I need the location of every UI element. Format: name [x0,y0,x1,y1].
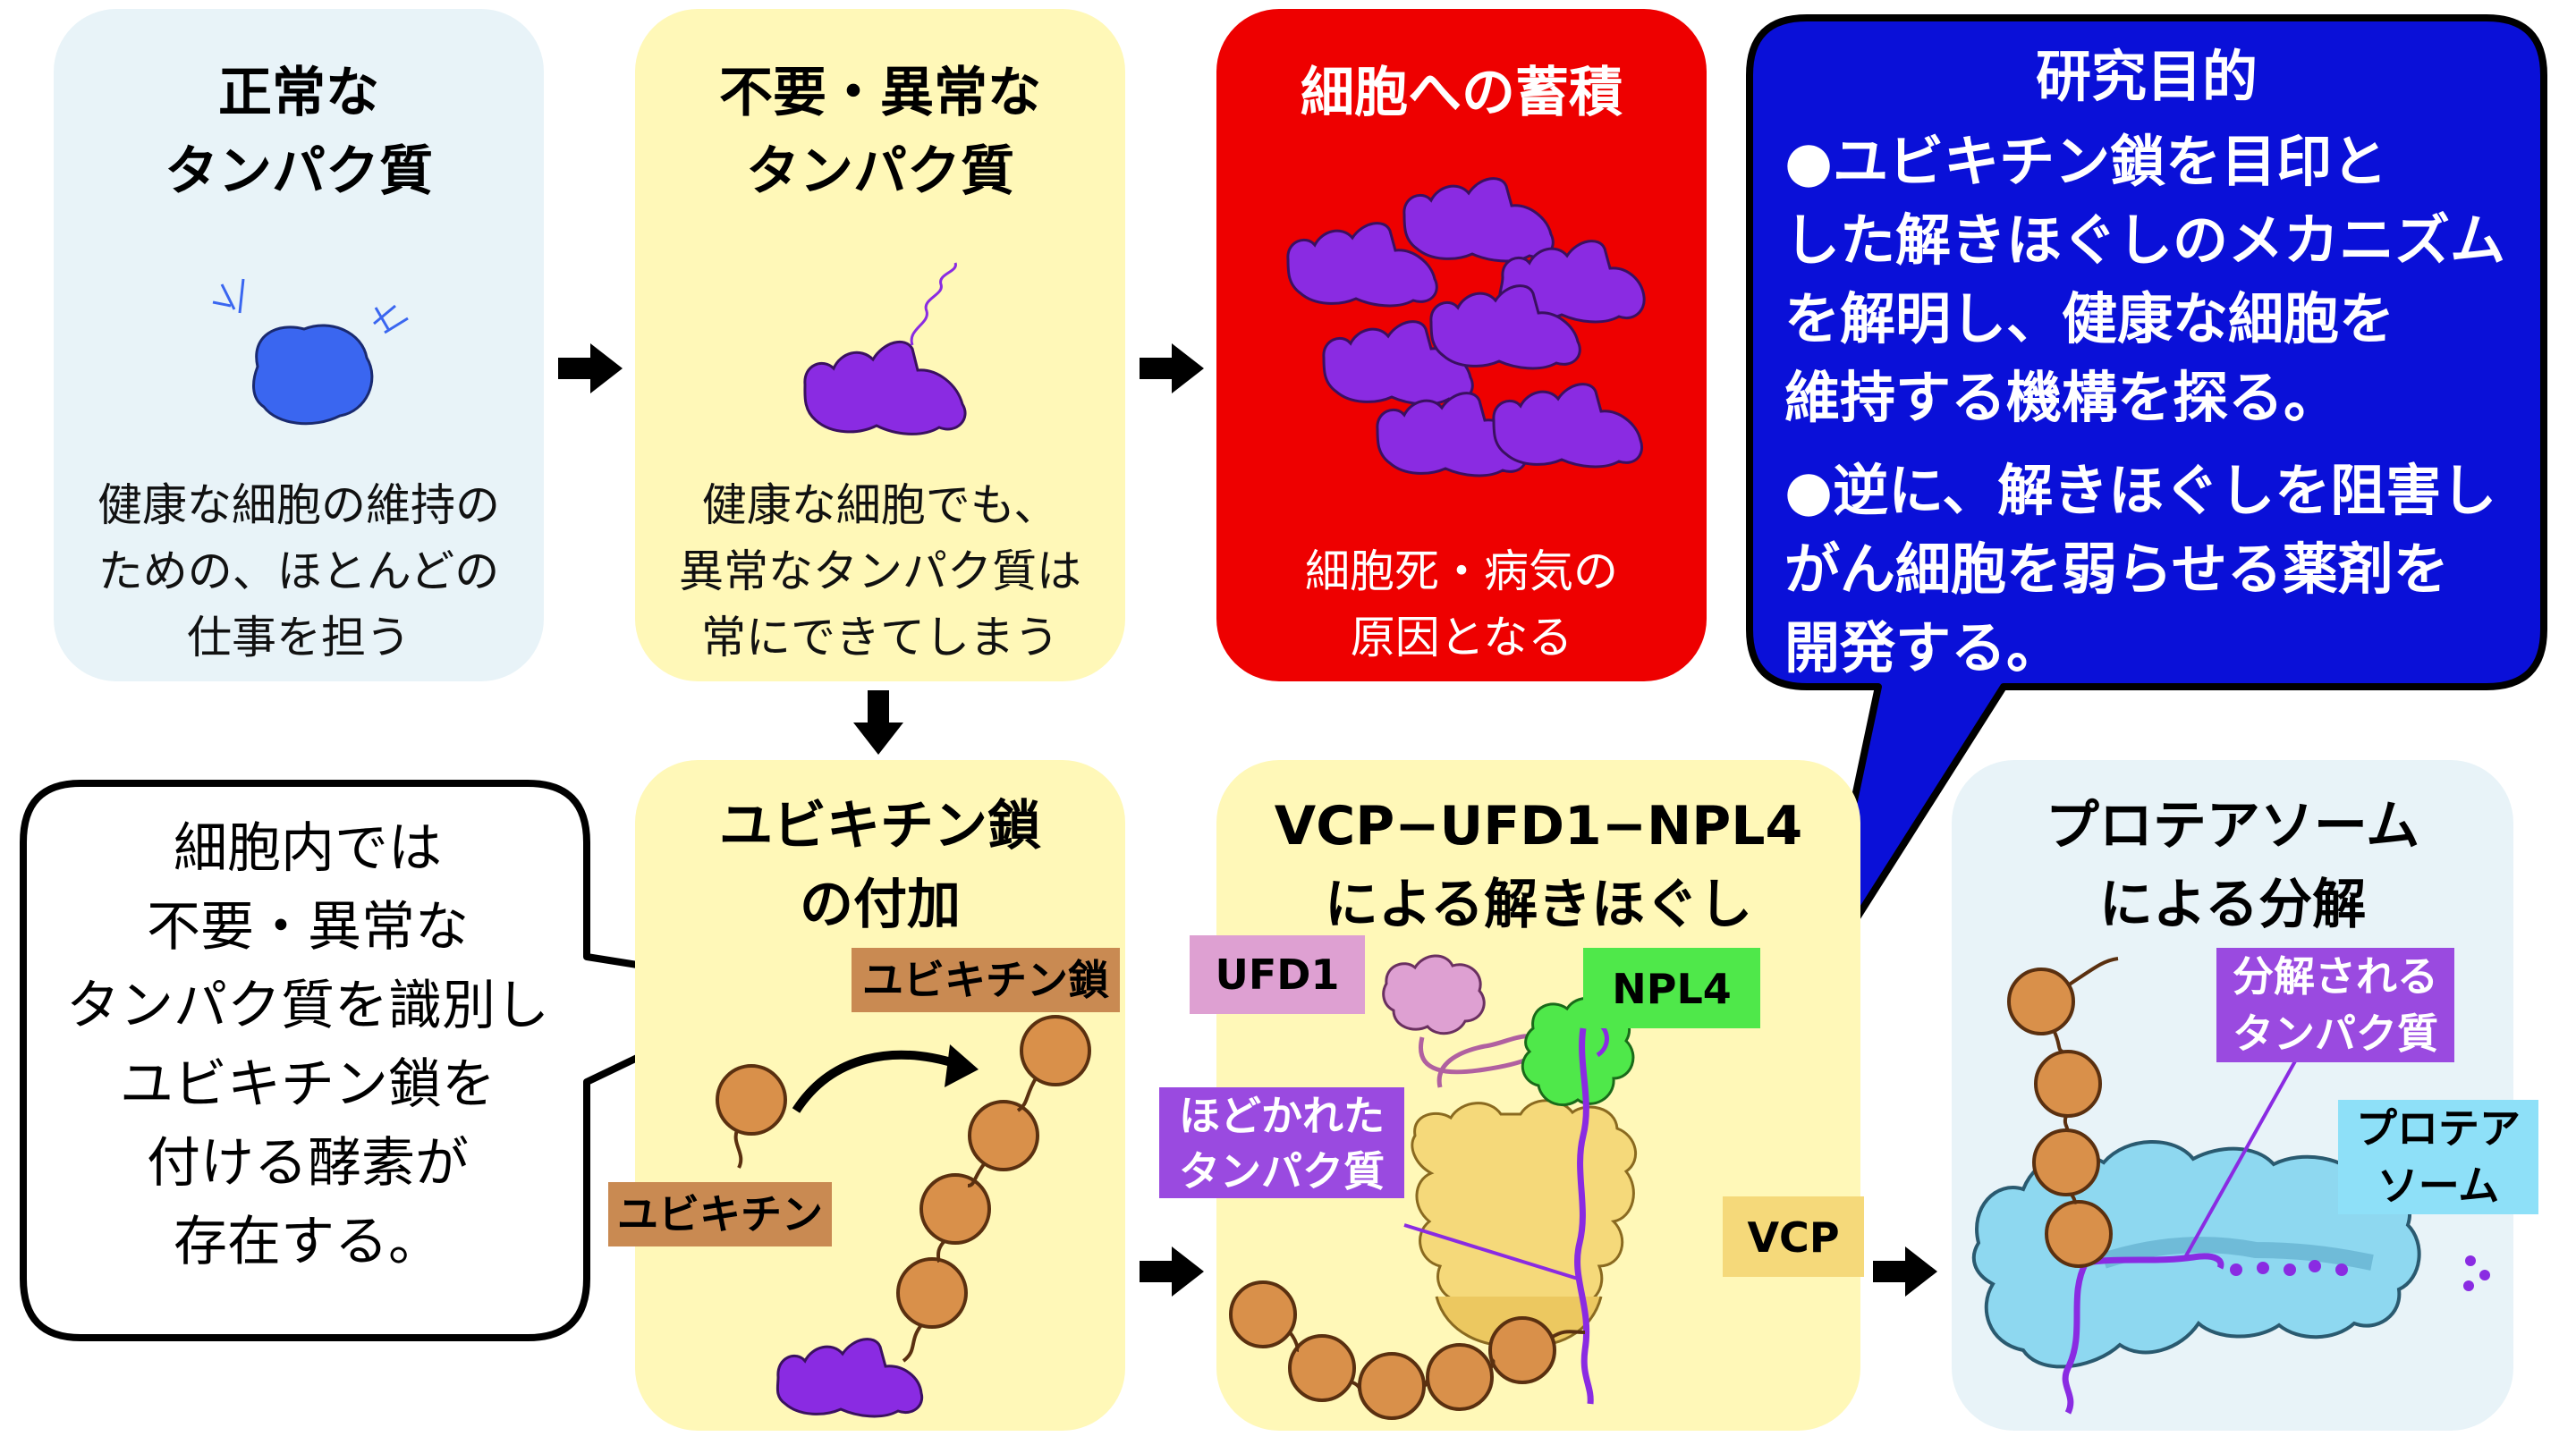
enzyme-callout-line3: タンパク質を識別し [66,975,549,1037]
panel-normal-desc-line1: 健康な細胞の維持の [97,479,500,531]
label-degraded-protein-line2: タンパク質 [2216,1005,2454,1062]
enzyme-callout-line1: 細胞内では [174,817,442,880]
label-unfolded-protein-line1: ほどかれた [1159,1087,1404,1143]
panel-abnormal-title-line2: タンパク質 [746,140,1014,203]
label-degraded-protein-line1: 分解される [2216,948,2454,1005]
panel-ubiquitination-title-line2: の付加 [800,874,961,936]
arrow-ubiquitination-to-unfolding [1140,1246,1204,1297]
ubiquitin-chain-illustration [716,1015,1091,1418]
misfolded-protein-illustration [803,262,967,435]
proteasome-illustration [1971,957,2490,1415]
panel-normal-desc-line3: 仕事を担う [187,612,411,663]
label-proteasome-line2: ソーム [2338,1157,2538,1214]
panel-ubiquitination: ユビキチン鎖 の付加 ユビキチン鎖 ユビキチン [608,760,1125,1431]
arrow-abnormal-to-accumulation [1140,343,1204,393]
arrow-abnormal-to-ubiquitination [853,690,903,755]
panel-unfolding-title-line2: による解きほぐし [1324,874,1753,936]
enzyme-callout-line5: 付ける酵素が [147,1132,469,1195]
label-unfolded-protein-line2: タンパク質 [1159,1143,1404,1198]
panel-accumulation-title: 細胞への蓄積 [1301,62,1623,124]
arrow-normal-to-abnormal [558,343,623,393]
panel-abnormal-title-line1: 不要・異常な [719,62,1041,124]
panel-unfolding-title-line1: VCP−UFD1−NPL4 [1274,795,1803,858]
label-ubiquitin-chain: ユビキチン鎖 [852,948,1120,1012]
panel-ubiquitination-title-line1: ユビキチン鎖 [719,795,1041,858]
panel-abnormal-desc-line3: 常にできてしまう [701,612,1059,663]
research-callout-line6: がん細胞を弱らせる薬剤を [1784,537,2449,602]
label-npl4: NPL4 [1583,948,1760,1028]
research-callout-line2: した解きほぐしのメカニズム [1784,207,2506,273]
arrow-unfolding-to-degradation [1873,1246,1937,1297]
panel-normal-title-line2: タンパク質 [165,140,433,203]
label-vcp: VCP [1723,1196,1864,1277]
protein-aggregate-illustration [1286,177,1646,477]
folded-protein-illustration [212,278,409,426]
label-ufd1: UFD1 [1190,935,1365,1014]
enzyme-callout-line2: 不要・異常な [147,896,469,959]
panel-normal-desc-line2: ための、ほとんどの [97,545,500,597]
research-callout-line3: を解明し、健康な細胞を [1784,286,2395,351]
research-callout-title: 研究目的 [2035,44,2258,109]
panel-normal-protein: 正常な タンパク質 健康な細胞の維持の ための、ほとんどの 仕事を担う [54,9,544,681]
label-proteasome-line1: プロテア [2338,1100,2538,1157]
panel-degradation-title-line1: プロテアソーム [2045,795,2420,858]
research-callout-line5: ●逆に、解きほぐしを阻害し [1784,458,2497,523]
enzyme-callout-line4: ユビキチン鎖を [120,1053,496,1116]
panel-abnormal-desc-line1: 健康な細胞でも、 [701,479,1059,531]
research-callout-bubble [1746,14,2547,986]
research-callout-line1: ●ユビキチン鎖を目印と [1784,129,2388,194]
panel-unfolding: VCP−UFD1−NPL4 による解きほぐし UFD1 [1159,760,1864,1431]
panel-accumulation: 細胞への蓄積 細胞死・病気の 原因となる [1216,9,1707,681]
panel-accumulation-desc-line2: 原因となる [1350,612,1573,663]
panel-accumulation-desc-line1: 細胞死・病気の [1305,545,1618,597]
panel-degradation: プロテアソーム による分解 分解される タンパク質 プロテ [1952,760,2538,1431]
research-callout-line4: 維持する機構を探る。 [1784,365,2340,430]
label-ubiquitin: ユビキチン [608,1182,832,1246]
enzyme-callout-bubble [20,780,786,1341]
enzyme-callout-line6: 存在する。 [174,1211,442,1273]
panel-normal-title-line1: 正常な [218,62,379,124]
panel-abnormal-desc-line2: 異常なタンパク質は [679,545,1081,597]
research-callout-line7: 開発する。 [1784,615,2063,680]
panel-degradation-title-line2: による分解 [2098,874,2367,936]
panel-abnormal-protein: 不要・異常な タンパク質 健康な細胞でも、 異常なタンパク質は 常にできてしまう [635,9,1125,681]
